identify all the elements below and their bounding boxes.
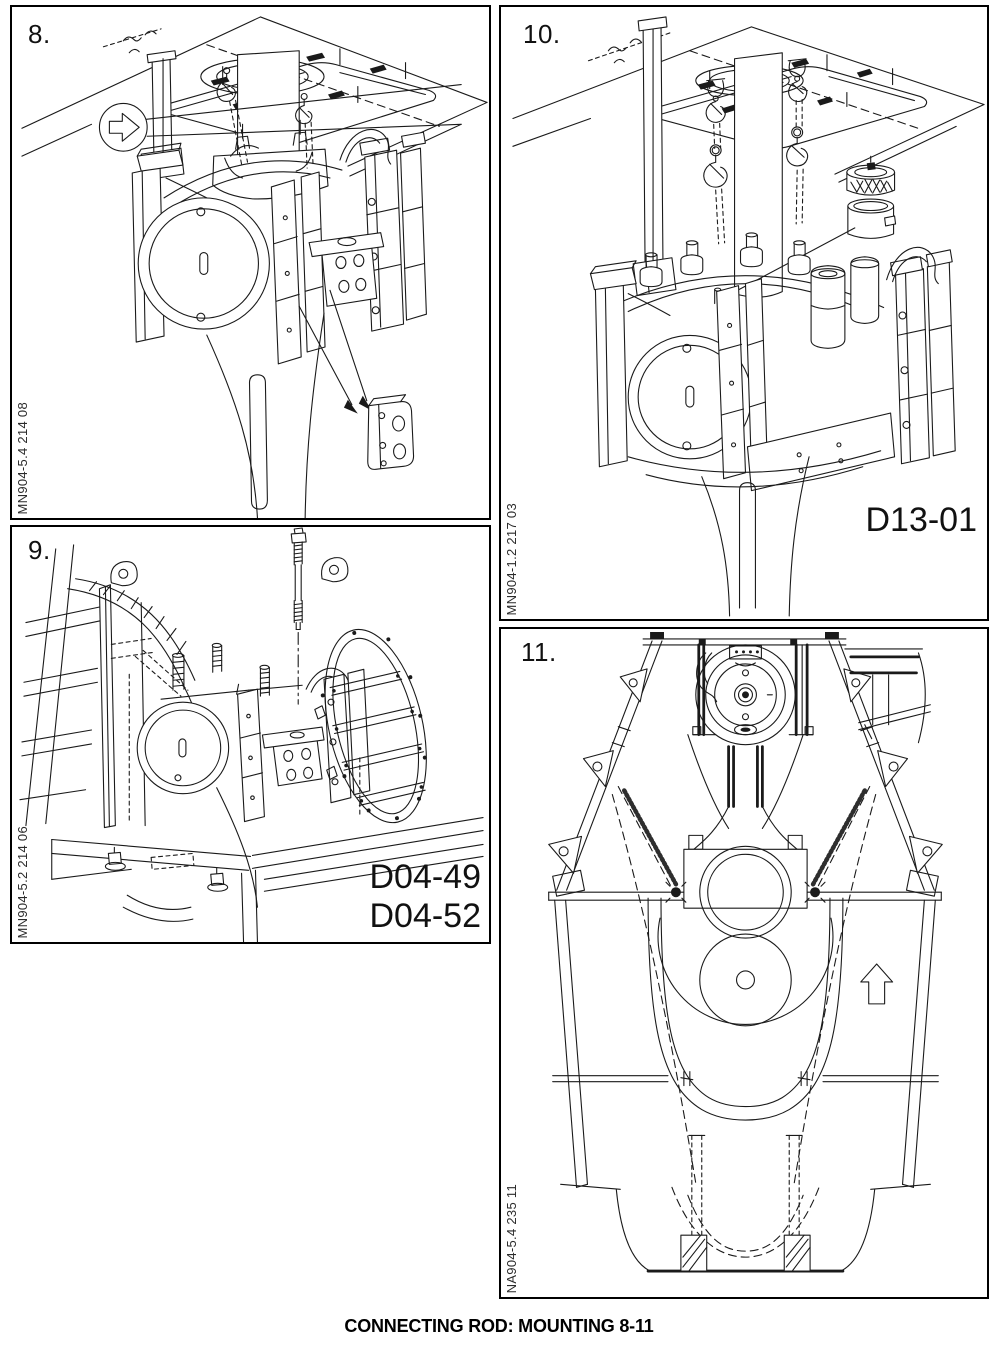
page-caption: CONNECTING ROD: MOUNTING 8-11 [344, 1316, 654, 1336]
engine-base [51, 787, 484, 942]
side-walls [554, 899, 936, 1188]
figure-reference-label: D04-52 [369, 897, 481, 935]
direction-arrow-icon [98, 83, 462, 152]
panel-number: 9. [28, 535, 51, 565]
lifting-eye [321, 557, 349, 583]
step-10-illustration [512, 16, 985, 617]
connecting-rod [687, 734, 804, 850]
step-11-illustration [548, 631, 943, 1273]
panel-number: 11. [521, 637, 557, 667]
step-9-illustration [19, 527, 484, 942]
sleeve-part [847, 198, 897, 239]
oil-pan-base [560, 1183, 931, 1273]
round-nut-part [846, 155, 896, 196]
connecting-rod-shank [206, 312, 325, 518]
panel-number: 8. [28, 19, 51, 49]
hidden-outline-details [110, 637, 189, 697]
figure-panel-11: 11. NA904-5.4 235 11 [499, 627, 989, 1299]
shackle-icon [705, 78, 726, 123]
figure-reference-label: D04-49 [369, 858, 481, 896]
frame-opening [647, 897, 844, 1121]
figure-panel-9: 9. MN904-5.2 214 06 D04-49 D04-52 [10, 525, 491, 944]
figure-panel-10: 10. MN904-1.2 217 03 D13-01 [499, 5, 989, 621]
drawing-reference-code: NA904-5.4 235 11 [504, 1183, 519, 1293]
big-end-assembly [589, 232, 956, 492]
hook-icon [703, 144, 728, 188]
side-platform [844, 648, 931, 744]
a-frame-struts [548, 640, 943, 897]
up-arrow-icon [860, 963, 894, 1005]
crankcase-door-frame [314, 628, 427, 824]
big-end-stud [290, 527, 307, 705]
figure-panel-8: 8. MN904-5.4 214 08 [10, 5, 491, 520]
panel-number: 10. [523, 19, 561, 49]
engine-block-underside [512, 26, 985, 183]
lifting-hooks [216, 67, 314, 169]
big-end-assembly [131, 128, 427, 365]
big-end-assembly [136, 642, 371, 823]
shim-bracket-detail [367, 394, 415, 470]
step-8-illustration [21, 16, 488, 518]
drawing-reference-code: MN904-5.4 214 08 [15, 401, 30, 514]
shackle-icon [787, 58, 808, 102]
lifting-eye [110, 561, 138, 587]
figure-reference-label: D13-01 [865, 501, 977, 539]
cylinder-and-piston [692, 643, 814, 746]
drawing-reference-code: MN904-1.2 217 03 [504, 502, 519, 615]
big-end-block [665, 834, 826, 939]
sling-lines [611, 785, 877, 1184]
figure-reference-labels: D04-49 D04-52 [369, 858, 481, 936]
hook-icon [216, 67, 236, 102]
lower-rails [552, 1071, 939, 1087]
lifting-hooks [703, 58, 809, 245]
engine-frame-wall [19, 544, 200, 829]
drawing-reference-code: MN904-5.2 214 06 [15, 825, 30, 938]
top-rail [642, 631, 847, 646]
hook-icon [786, 126, 809, 167]
crank-and-bore [657, 917, 834, 1027]
connecting-rod-shank [701, 456, 810, 617]
